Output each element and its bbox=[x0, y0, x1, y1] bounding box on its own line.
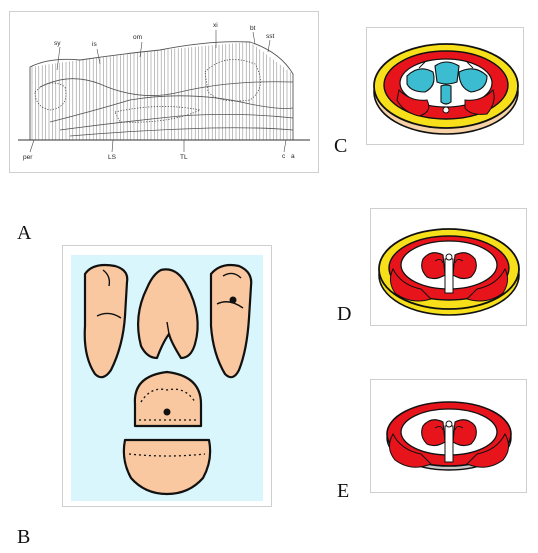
panel-e-drawing bbox=[371, 380, 528, 494]
label-sy: sy bbox=[54, 40, 61, 47]
label-sst: sst bbox=[266, 33, 275, 40]
label-a: a bbox=[291, 153, 295, 160]
panel-letter-d: D bbox=[337, 303, 351, 326]
panel-letter-a: A bbox=[17, 222, 31, 245]
panel-letter-b: B bbox=[17, 526, 30, 549]
panel-letter-c: C bbox=[334, 135, 347, 158]
label-c: c bbox=[282, 153, 286, 160]
panel-a-drawing: sy is om xi bt sst per LS TL c a bbox=[10, 12, 320, 174]
middle-shield-piece bbox=[135, 372, 201, 426]
panel-c-drawing bbox=[367, 28, 525, 146]
panel-a-longitudinal-section: sy is om xi bt sst per LS TL c a bbox=[9, 11, 319, 173]
panel-e-cross-section bbox=[370, 379, 527, 493]
panel-d-cross-section bbox=[370, 208, 527, 326]
panel-letter-e: E bbox=[337, 480, 349, 503]
label-bt: bt bbox=[250, 25, 256, 32]
panel-c-cross-section bbox=[366, 27, 524, 145]
label-per: per bbox=[23, 154, 33, 161]
label-is: is bbox=[92, 41, 97, 48]
panel-b-dissection-pieces bbox=[62, 245, 272, 507]
right-piece-dot bbox=[230, 297, 237, 304]
label-om: om bbox=[133, 34, 142, 41]
panel-b-drawing bbox=[63, 246, 273, 508]
panel-d-drawing bbox=[371, 209, 528, 327]
label-ls: LS bbox=[108, 154, 117, 161]
label-tl: TL bbox=[180, 154, 188, 161]
shield-dot bbox=[164, 409, 171, 416]
label-xi: xi bbox=[213, 22, 218, 29]
